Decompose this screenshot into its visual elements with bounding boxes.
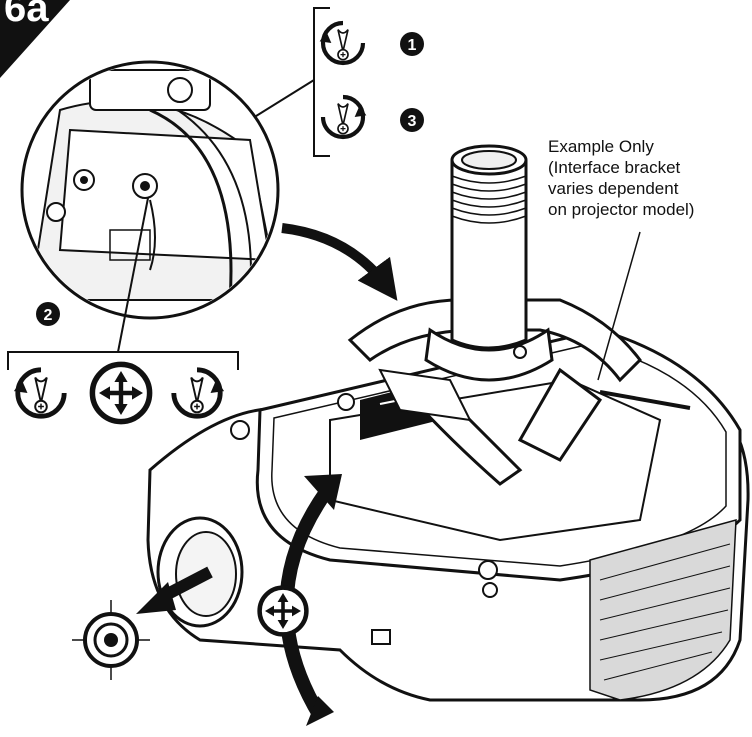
step-3-badge xyxy=(400,108,424,132)
note-line: on projector model) xyxy=(548,200,695,219)
callout-step-1-3: 1 3 xyxy=(149,7,424,183)
step-1-number: 1 xyxy=(408,37,417,54)
corner-tab xyxy=(0,0,70,78)
step-1-badge xyxy=(400,32,424,56)
loosen-counterclockwise-icon xyxy=(320,23,363,63)
note-line: Example Only xyxy=(548,137,654,156)
lens-target-icon xyxy=(72,600,150,680)
four-way-move-icon xyxy=(260,588,307,635)
insert-arrow xyxy=(281,223,398,301)
loosen-counterclockwise-icon xyxy=(14,370,64,416)
figure-label: 6a xyxy=(4,0,49,30)
tilt-arrow xyxy=(260,474,342,726)
four-way-move-icon xyxy=(92,364,149,421)
tighten-clockwise-icon xyxy=(323,97,366,137)
vent-grille xyxy=(589,519,737,701)
tighten-clockwise-icon xyxy=(174,370,224,416)
extension-column xyxy=(424,144,554,382)
step-2-badge xyxy=(36,302,60,326)
bracket-arms xyxy=(347,298,691,486)
note-line: varies dependent xyxy=(548,179,679,198)
status-led xyxy=(371,629,391,645)
note-leader-line xyxy=(597,231,641,381)
example-note: Example Only (Interface bracket varies d… xyxy=(548,136,748,220)
detail-magnifier xyxy=(20,60,280,320)
step-3-number: 3 xyxy=(408,113,417,130)
callout-step-2: 2 xyxy=(7,197,239,422)
step-2-number: 2 xyxy=(44,307,53,324)
note-line: (Interface bracket xyxy=(548,158,681,177)
projection-arrow xyxy=(136,566,213,614)
